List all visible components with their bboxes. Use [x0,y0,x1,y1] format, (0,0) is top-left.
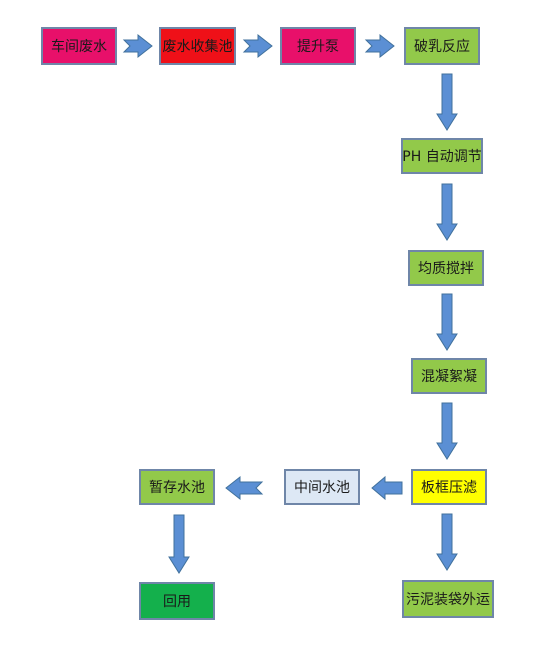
edge-arrow-coagulation-to-filter-press [436,402,458,460]
node-label: 混凝絮凝 [421,369,477,385]
node-lift-pump: 提升泵 [280,27,356,65]
node-sludge-bagging: 污泥装袋外运 [402,580,494,618]
node-coagulation-flocculation: 混凝絮凝 [411,358,487,394]
node-intermediate-pool: 中间水池 [284,469,360,505]
node-label: 提升泵 [297,39,339,55]
node-label: 回用 [163,594,191,610]
node-filter-press: 板框压滤 [411,469,487,505]
edge-arrow-tank-to-pump [242,33,273,59]
edge-arrow-intermediate-to-storage [225,475,264,501]
node-reuse: 回用 [139,582,215,620]
edge-arrow-filter-press-to-sludge [436,513,458,571]
node-label: 破乳反应 [414,39,470,55]
node-label: 废水收集池 [162,39,233,55]
edge-arrow-storage-to-reuse [168,514,190,574]
node-label: 中间水池 [294,480,350,496]
node-label: 车间废水 [51,39,107,55]
node-temporary-storage-pool: 暂存水池 [139,469,215,505]
node-ph-adjust: PH 自动调节 [401,138,483,174]
edge-arrow-ph-to-equalization [436,183,458,241]
node-label: 均质搅拌 [418,261,474,277]
node-equalization-stirring: 均质搅拌 [408,250,484,286]
node-label: 板框压滤 [421,480,477,496]
edge-arrow-workshop-to-tank [122,33,153,59]
node-wastewater-tank: 废水收集池 [159,27,236,65]
node-label: 污泥装袋外运 [406,592,490,608]
node-workshop-wastewater: 车间废水 [41,27,117,65]
node-label: PH 自动调节 [402,149,482,165]
edge-arrow-demulsification-to-ph [436,73,458,131]
edge-arrow-pump-to-demulsification [364,33,395,59]
edge-arrow-filter-press-to-intermediate [371,475,403,501]
node-label: 暂存水池 [149,480,205,496]
edge-arrow-equalization-to-coagulation [436,293,458,351]
node-demulsification: 破乳反应 [404,27,480,65]
